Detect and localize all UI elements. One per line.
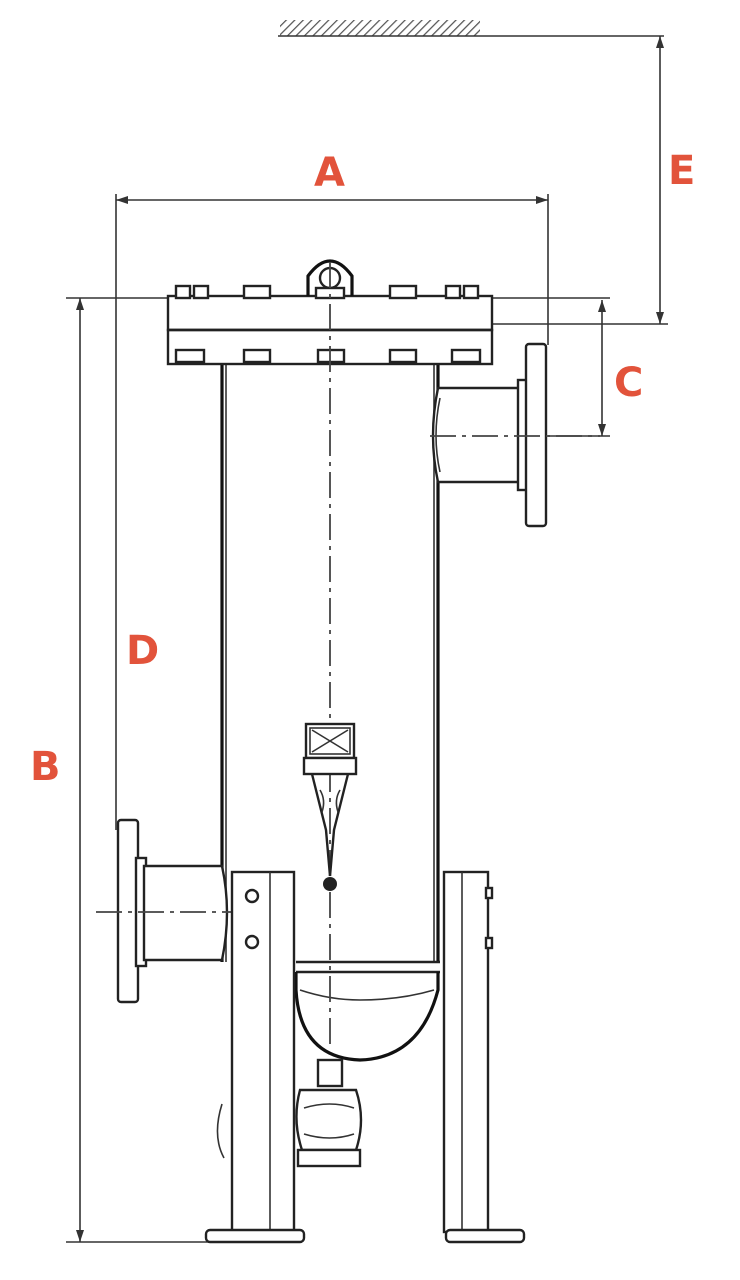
left-support-leg	[204, 870, 306, 1244]
dimension-labels: A B C D E	[30, 148, 695, 790]
dimension-b	[66, 297, 210, 1243]
dimension-e	[490, 36, 668, 325]
label-c: C	[614, 360, 643, 406]
right-support-leg	[442, 870, 526, 1244]
label-d: D	[126, 628, 159, 674]
vessel-body	[220, 362, 440, 1062]
lid-nuts-bottom	[174, 348, 482, 364]
ceiling-reference	[278, 20, 664, 37]
outlet-nozzle	[430, 342, 600, 528]
label-b: B	[30, 744, 61, 790]
label-e: E	[668, 148, 695, 194]
label-a: A	[314, 150, 345, 196]
drain-valve	[295, 1058, 363, 1168]
filter-element	[302, 722, 358, 891]
lid-bolts-top	[174, 284, 480, 300]
inlet-nozzle	[96, 818, 248, 1004]
dimension-a	[115, 194, 549, 830]
